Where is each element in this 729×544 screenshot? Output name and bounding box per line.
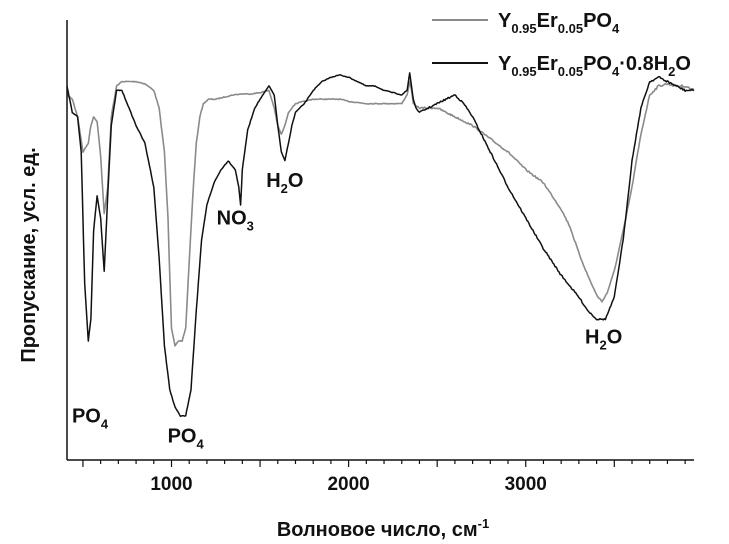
peak-label: H2O bbox=[585, 326, 622, 352]
legend-label-2: Y0.95Er0.05PO4·0.8H2O bbox=[498, 53, 691, 79]
x-tick-label: 2000 bbox=[327, 474, 369, 495]
y-axis-title: Пропускание, усл. ед. bbox=[18, 147, 40, 362]
series-line-1 bbox=[66, 80, 695, 347]
x-axis-title-superscript: -1 bbox=[478, 516, 490, 531]
x-axis-ticks: 1000 2000 3000 bbox=[82, 460, 686, 495]
peak-label: H2O bbox=[266, 170, 303, 196]
peak-label: PO4 bbox=[72, 406, 109, 432]
x-axis-title: Волновое число, см-1 bbox=[277, 516, 489, 541]
series-line-2 bbox=[66, 72, 695, 418]
x-tick-label: 1000 bbox=[150, 474, 192, 495]
plot-area bbox=[66, 72, 695, 418]
x-tick-label: 3000 bbox=[505, 474, 547, 495]
peak-label: NO3 bbox=[217, 208, 254, 234]
peak-label: PO4 bbox=[168, 425, 205, 451]
legend-label-1: Y0.95Er0.05PO4 bbox=[498, 10, 620, 36]
x-axis-title-text: Волновое число, см bbox=[277, 519, 478, 541]
